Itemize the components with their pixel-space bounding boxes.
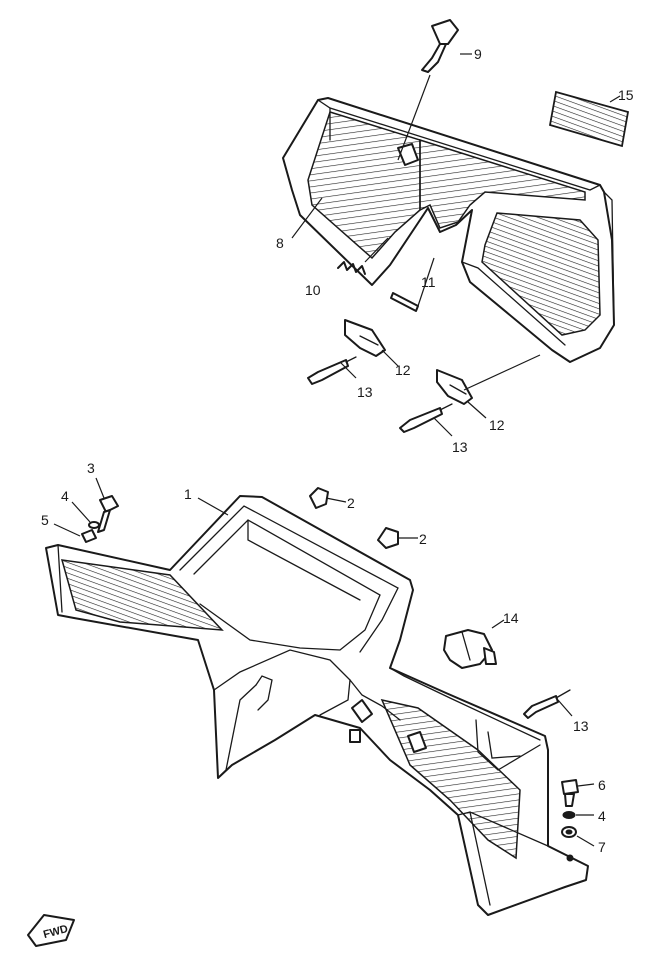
callout-10: 10 bbox=[305, 282, 321, 298]
callout-6: 6 bbox=[598, 777, 606, 793]
rivet-a bbox=[307, 356, 357, 385]
callout-2a: 2 bbox=[347, 495, 355, 511]
rivet-b bbox=[399, 403, 453, 433]
callout-12a: 12 bbox=[395, 362, 411, 378]
callout-13b: 13 bbox=[452, 439, 468, 455]
callout-13c: 13 bbox=[573, 718, 589, 734]
callout-1: 1 bbox=[184, 486, 192, 502]
grommet-b bbox=[377, 527, 418, 549]
right-grille-mesh bbox=[481, 212, 601, 336]
callout-3: 3 bbox=[87, 460, 95, 476]
washer-left bbox=[71, 501, 100, 529]
nut-right bbox=[561, 826, 595, 847]
hinge-bracket-lower bbox=[436, 354, 541, 405]
leader-lines bbox=[197, 53, 621, 717]
callout-11: 11 bbox=[421, 274, 436, 290]
lower-left-grille bbox=[60, 559, 224, 631]
callout-7: 7 bbox=[598, 839, 606, 855]
callout-14: 14 bbox=[503, 610, 519, 626]
callout-4b: 4 bbox=[598, 808, 606, 824]
callout-labels: 1 2 2 3 4 4 5 6 7 8 9 10 11 12 12 13 13 … bbox=[41, 46, 634, 855]
callout-4a: 4 bbox=[61, 488, 69, 504]
pin bbox=[390, 257, 435, 312]
emblem-plate bbox=[548, 90, 630, 148]
callout-15: 15 bbox=[618, 87, 634, 103]
callout-2b: 2 bbox=[419, 531, 427, 547]
nut-left bbox=[53, 523, 97, 543]
fwd-direction-marker: FWD bbox=[27, 914, 75, 947]
center-grille-mesh bbox=[419, 138, 586, 229]
clamp bbox=[443, 619, 505, 669]
washer-right bbox=[562, 811, 594, 819]
hinge-bracket-upper bbox=[344, 319, 386, 357]
lower-panel-assembly bbox=[45, 495, 589, 916]
callout-5: 5 bbox=[41, 512, 49, 528]
grommet-a bbox=[309, 487, 347, 509]
bolt-left bbox=[95, 477, 119, 533]
callout-12b: 12 bbox=[489, 417, 505, 433]
callout-13a: 13 bbox=[357, 384, 373, 400]
callout-9: 9 bbox=[474, 46, 482, 62]
rivet-c bbox=[523, 689, 571, 719]
bolt-right bbox=[561, 779, 595, 807]
callout-8: 8 bbox=[276, 235, 284, 251]
latch-knob bbox=[397, 19, 459, 161]
upper-cowl-assembly bbox=[282, 97, 615, 363]
spring bbox=[337, 237, 389, 275]
